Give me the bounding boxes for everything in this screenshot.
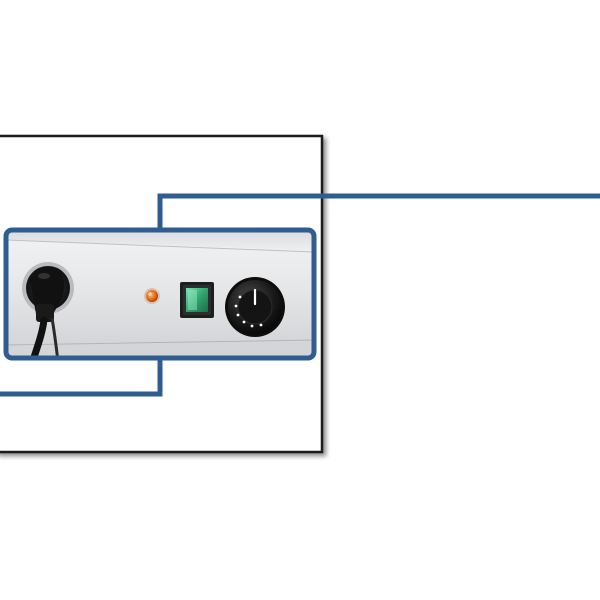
control-panel <box>6 230 314 358</box>
thermostat-knob <box>225 277 285 337</box>
rocker-switch <box>180 282 214 318</box>
power-cord-plug <box>22 262 74 358</box>
callout-leader-line <box>0 193 600 397</box>
indicator-lamp <box>144 288 160 304</box>
